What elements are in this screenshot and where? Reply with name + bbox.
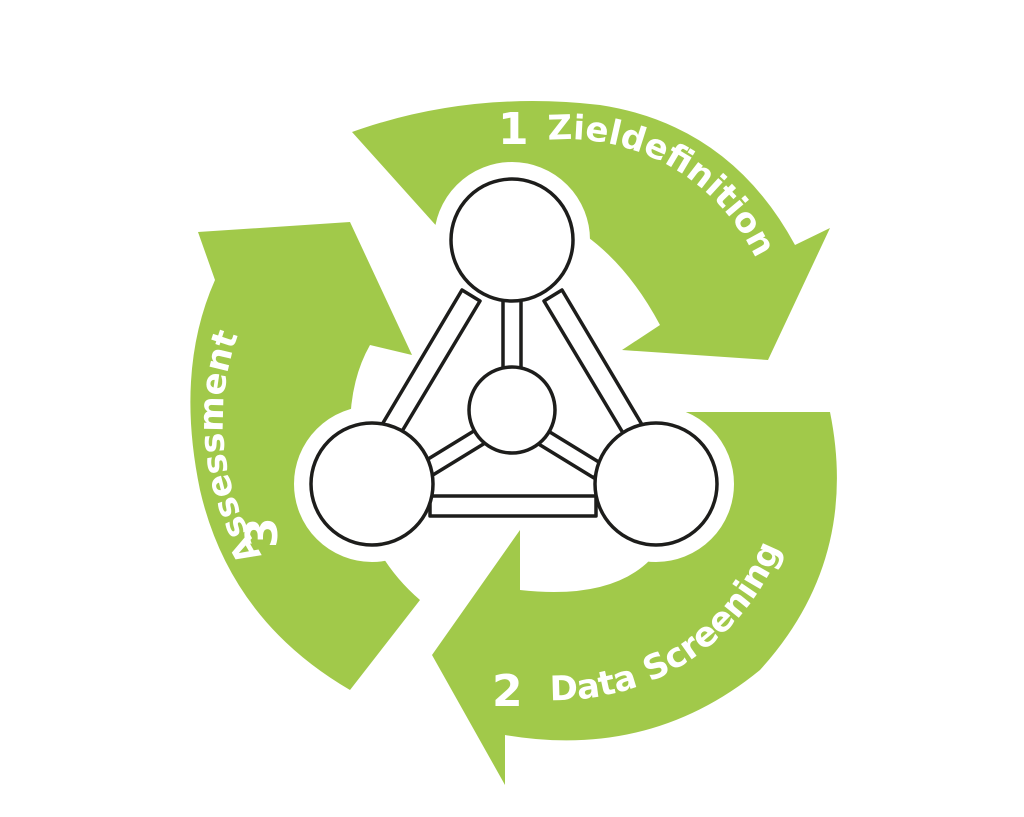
atom-right [593,421,719,547]
atom-center [467,365,557,455]
atom-top [449,177,575,303]
step-3-number: 3 [237,517,288,548]
step-2-number: 2 [492,666,523,717]
arrow-step-1 [352,101,830,361]
atom-left [309,421,435,547]
molecule-icon [294,162,734,562]
step-1-number: 1 [498,104,529,155]
arrow-step-2 [432,412,837,785]
